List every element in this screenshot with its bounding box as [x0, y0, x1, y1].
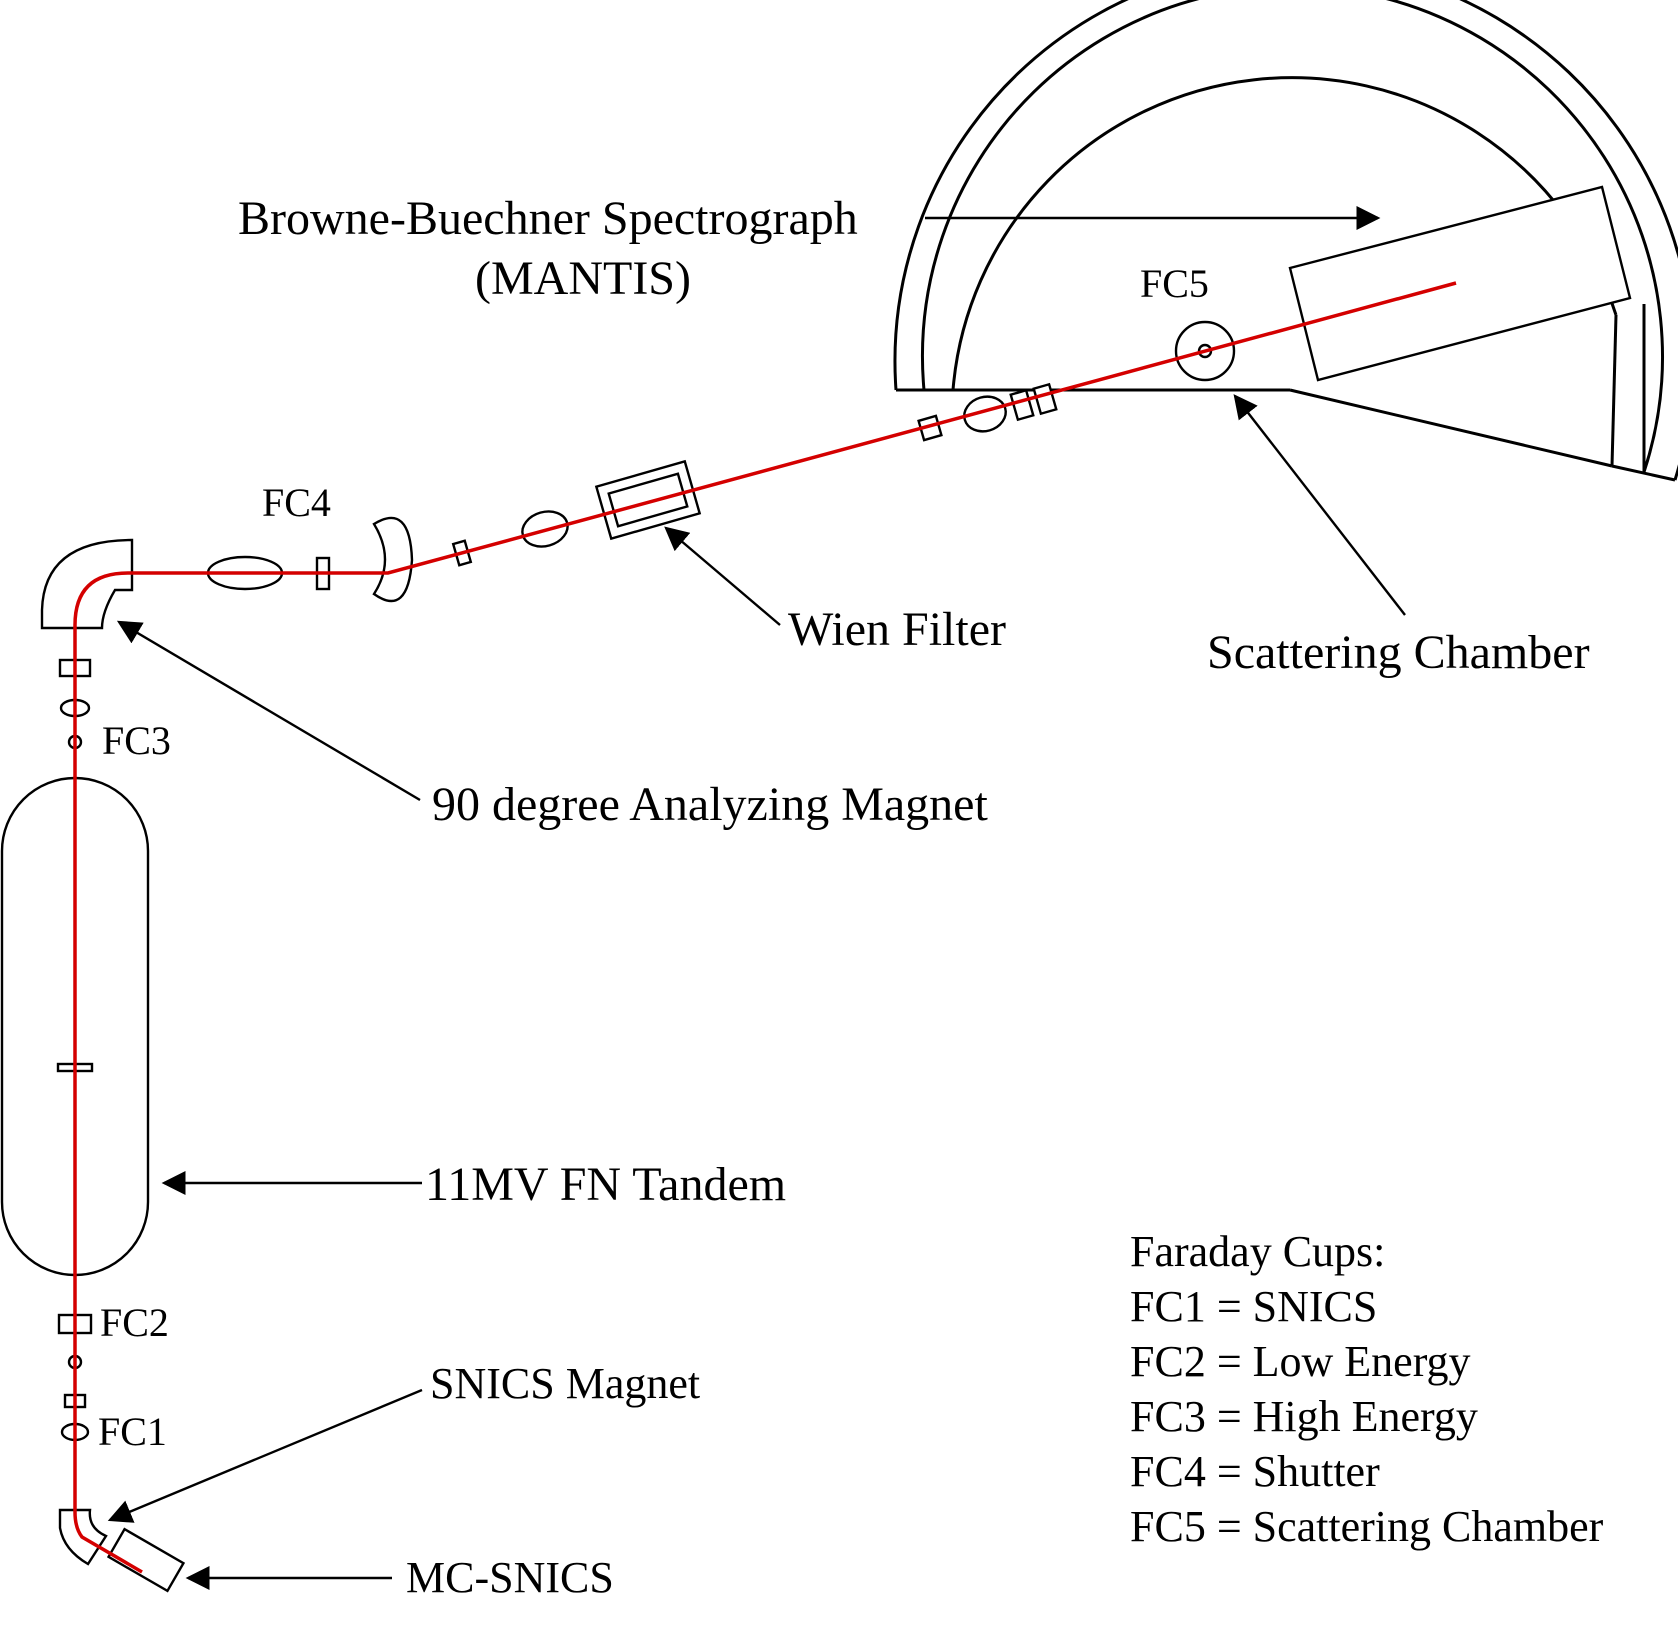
tandem-label: 11MV FN Tandem — [425, 1158, 786, 1211]
fc3-label: FC3 — [102, 718, 171, 763]
pointer-arrows — [107, 206, 1406, 1590]
legend-title: Faraday Cups: — [1130, 1227, 1385, 1276]
mc-snics-label: MC-SNICS — [406, 1553, 614, 1602]
wien-filter-label: Wien Filter — [788, 603, 1006, 656]
spectrograph-label-line2: (MANTIS) — [475, 252, 691, 305]
upper-beamline-components — [372, 382, 1058, 603]
legend-item: FC2 = Low Energy — [1130, 1337, 1471, 1386]
spectrograph-housing — [893, 0, 1678, 482]
legend-item: FC5 = Scattering Chamber — [1130, 1502, 1604, 1551]
scattering-chamber-label: Scattering Chamber — [1207, 626, 1590, 679]
analyzing-magnet — [40, 538, 134, 630]
legend-item: FC3 = High Energy — [1130, 1392, 1478, 1441]
legend-item: FC4 = Shutter — [1130, 1447, 1380, 1496]
spectrograph-detector-box — [1288, 185, 1632, 382]
fc4-label: FC4 — [262, 480, 331, 525]
fc5-label: FC5 — [1140, 261, 1209, 306]
spectrograph-label-line1: Browne-Buechner Spectrograph — [238, 192, 858, 245]
snics-magnet-label: SNICS Magnet — [430, 1359, 700, 1408]
mc-snics-source — [106, 1527, 186, 1593]
analyzing-magnet-label: 90 degree Analyzing Magnet — [432, 778, 988, 831]
faraday-cup-legend: Faraday Cups: FC1 = SNICS FC2 = Low Ener… — [1130, 1227, 1604, 1551]
ion-beam-path — [73, 281, 1457, 1574]
legend-item: FC1 = SNICS — [1130, 1282, 1377, 1331]
fc1-label: FC1 — [98, 1409, 167, 1454]
fc2-label: FC2 — [100, 1300, 169, 1345]
